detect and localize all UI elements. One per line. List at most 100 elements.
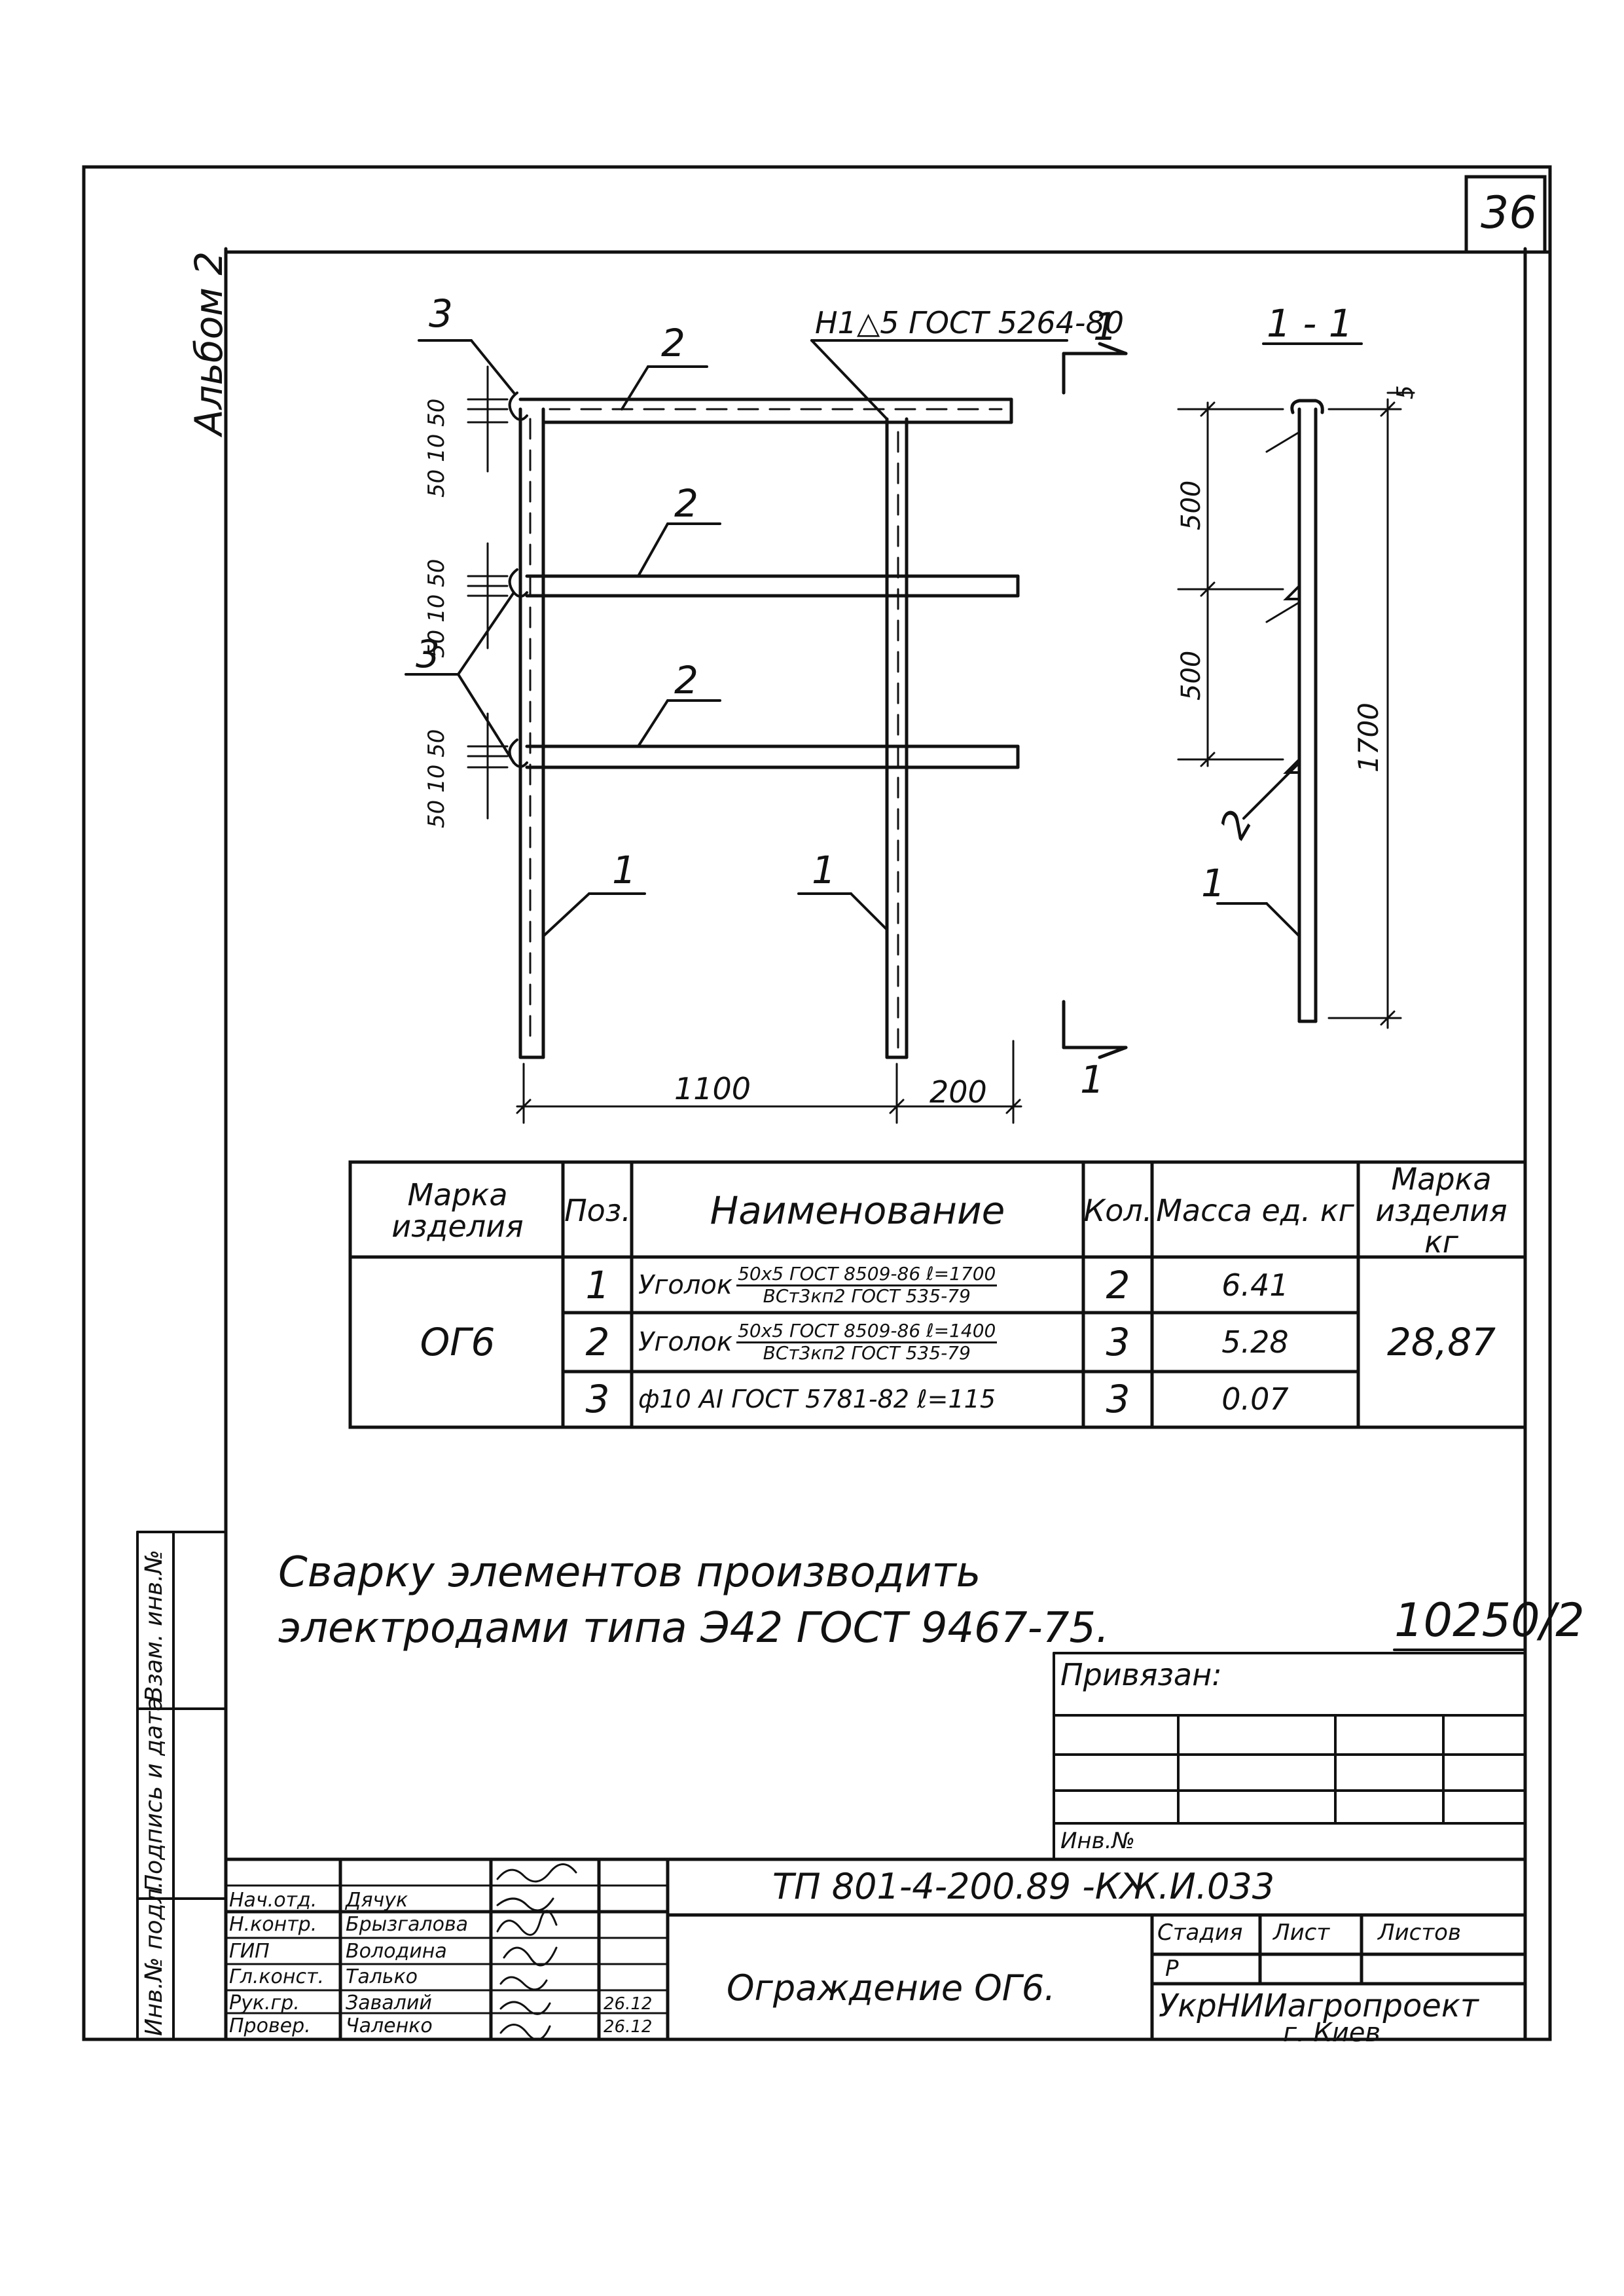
title-block-rows: [225, 1884, 669, 2014]
row1-name-bottom: ВСт3кп2 ГОСТ 535-79: [763, 1285, 971, 1307]
row3-qty: 3: [1106, 1377, 1130, 1422]
row2-name-word: Уголок: [638, 1327, 733, 1357]
attached-label: Привязан:: [1060, 1657, 1222, 1692]
section-marker-top: 1: [1093, 304, 1117, 349]
doc-code: ТП 801-4-200.89 -КЖ.И.033: [772, 1866, 1275, 1907]
section-title: 1 - 1: [1267, 301, 1353, 346]
bottom-dims: [516, 1040, 1022, 1124]
row1-qty: 2: [1106, 1262, 1130, 1307]
inv-label: Инв.№: [1060, 1828, 1135, 1854]
side-sign-date: Подпись и дата: [141, 1696, 168, 1892]
lower-rail: [525, 744, 1020, 769]
person-role: ГИП: [229, 1940, 270, 1963]
spec-table-grid: [348, 1160, 1527, 1429]
outer-frame: [82, 165, 1552, 2041]
dim-1100: 1100: [674, 1071, 751, 1106]
side-stamp-grid: [136, 1531, 227, 2041]
side-vzam: Взам. инв.№: [141, 1550, 168, 1702]
th-mass-unit: Масса ед. кг: [1156, 1192, 1354, 1228]
pos-label-2-low: 2: [674, 658, 698, 702]
top-rail: [518, 397, 1013, 424]
section-pos-label-1: 1: [1201, 861, 1225, 905]
dim-500-a: 500: [1176, 480, 1206, 530]
org-line-2: г. Киев: [1283, 2018, 1381, 2048]
row3-name: ф10 АI ГОСТ 5781-82 ℓ=115: [638, 1384, 996, 1413]
row2-name-bottom: ВСт3кп2 ГОСТ 535-79: [763, 1341, 971, 1364]
sheet-number-box: [1464, 175, 1547, 254]
signatures: [496, 1863, 577, 2041]
spacing-dims-top: 50 10 50: [424, 398, 450, 498]
dim-500-b: 500: [1176, 650, 1206, 701]
person-name: Талько: [346, 1965, 418, 1988]
spacing-dims-mid: 50 10 50: [424, 558, 450, 658]
person-date: 26.12: [604, 1994, 653, 2014]
person-name: Чаленко: [346, 2014, 433, 2037]
stage-label: Стадия: [1157, 1920, 1243, 1946]
weld-note: Н1△5 ГОСТ 5264-80: [815, 305, 1124, 340]
row1-name-word: Уголок: [638, 1270, 733, 1300]
row2-name-top: 50х5 ГОСТ 8509-86 ℓ=1400: [736, 1321, 998, 1343]
right-post: [885, 417, 909, 1059]
row2-pos: 2: [585, 1319, 610, 1364]
pos-label-3-top: 3: [429, 291, 453, 336]
rod-hook-top: [508, 392, 528, 421]
sheet-number: 36: [1481, 187, 1538, 239]
pos-label-3-group: 3: [416, 632, 440, 676]
person-role: Н.контр.: [229, 1913, 317, 1936]
row1-name-top: 50х5 ГОСТ 8509-86 ℓ=1700: [736, 1264, 998, 1286]
section-dims: [1177, 392, 1415, 1029]
person-date: 26.12: [604, 2017, 653, 2037]
person-name: Дячук: [346, 1889, 408, 1912]
doc-title: Ограждение ОГ6.: [727, 1967, 1056, 2009]
left-post: [518, 407, 545, 1059]
dim-200: 200: [929, 1074, 987, 1110]
row2-qty: 3: [1106, 1319, 1130, 1364]
note-line-1: Сварку элементов производить: [278, 1548, 981, 1597]
section-mark-bottom: [1062, 1000, 1128, 1059]
pos-label-1-left: 1: [612, 848, 636, 892]
binding-block-grid: [1053, 1652, 1526, 1861]
sheet-label: Лист: [1273, 1920, 1330, 1946]
section-mark-top: [1062, 342, 1128, 395]
person-name: Брызгалова: [346, 1913, 469, 1936]
person-name: Володина: [346, 1940, 447, 1963]
middle-rail: [525, 574, 1020, 598]
pos-label-1-right: 1: [812, 848, 836, 892]
person-name: Завалий: [346, 1992, 432, 2014]
section-leader-2: [1242, 761, 1301, 820]
pos-label-2-top: 2: [661, 321, 685, 365]
th-name: Наименование: [710, 1188, 1005, 1233]
person-role: Гл.конст.: [229, 1965, 325, 1988]
ref-number: 10250/2: [1394, 1594, 1585, 1647]
person-role: Провер.: [229, 2014, 311, 2037]
row1-pos: 1: [585, 1262, 610, 1307]
spacing-dims: [467, 365, 509, 820]
th-mass-mark: Марка изделия кг: [1375, 1161, 1507, 1260]
dim-5: 5: [1392, 385, 1418, 399]
note-line-2: электродами типа Э42 ГОСТ 9467-75.: [278, 1604, 1110, 1652]
row2-mass: 5.28: [1221, 1324, 1289, 1360]
side-inv-podl: Инв.№ подл.: [141, 1881, 168, 2036]
section-marker-bottom: 1: [1080, 1057, 1104, 1102]
cell-mark: ОГ6: [420, 1319, 496, 1364]
row1-mass: 6.41: [1221, 1267, 1289, 1303]
row3-mass: 0.07: [1221, 1381, 1289, 1417]
person-role: Нач.отд.: [229, 1889, 317, 1912]
th-qty: Кол.: [1083, 1192, 1153, 1228]
th-mark: Марка изделия: [391, 1176, 524, 1244]
sheets-label: Листов: [1378, 1920, 1462, 1946]
section-profile: [1265, 399, 1324, 1023]
title-block-grid: [224, 1857, 1527, 2041]
stage-value: Р: [1165, 1956, 1179, 1982]
rod-hook-mid: [508, 568, 528, 598]
dim-1700: 1700: [1352, 702, 1384, 773]
row3-pos: 3: [585, 1377, 610, 1422]
rod-hook-low: [508, 738, 528, 768]
spacing-dims-low: 50 10 50: [424, 729, 450, 828]
org-line-1: УкрНИИагропроект: [1159, 1988, 1479, 2024]
th-pos: Поз.: [564, 1192, 631, 1228]
person-role: Рук.гр.: [229, 1992, 300, 2014]
